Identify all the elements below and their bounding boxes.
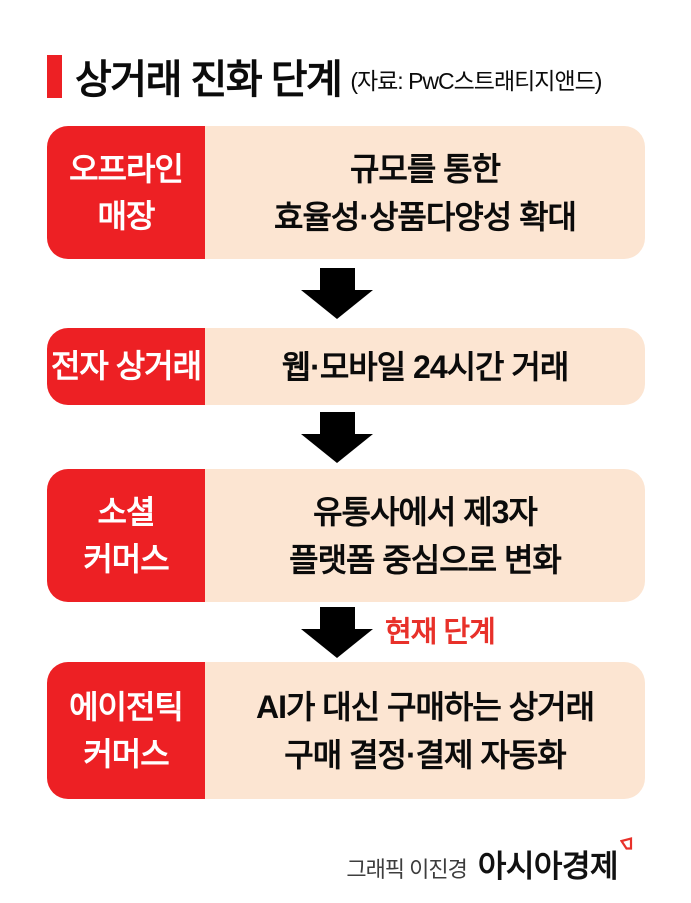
stage-label-line: 전자 상거래 (50, 348, 202, 385)
arrow-stem (319, 606, 355, 629)
stage-row-ecommerce: 전자 상거래 웹·모바일 24시간 거래 (47, 328, 645, 405)
stage-label-line: 오프라인 (69, 151, 184, 188)
stage-desc-line: 규모를 통한 (349, 150, 501, 187)
stage-label: 오프라인 매장 (47, 126, 205, 259)
stage-desc: 유통사에서 제3자 플랫폼 중심으로 변화 (205, 469, 645, 602)
stage-row-agentic: 에이전틱 커머스 AI가 대신 구매하는 상거래 구매 결정·결제 자동화 (47, 662, 645, 799)
stage-desc: AI가 대신 구매하는 상거래 구매 결정·결제 자동화 (205, 662, 645, 799)
stage-label-line: 소셜 (97, 494, 156, 531)
brand-logo: 아시아경제 (477, 837, 633, 886)
title-accent-bar (47, 54, 62, 98)
down-arrow-icon (301, 606, 373, 658)
stage-label: 전자 상거래 (47, 328, 205, 405)
stage-label-line: 매장 (97, 197, 156, 234)
stage-label: 소셜 커머스 (47, 469, 205, 602)
brand-mark-icon (620, 837, 633, 850)
stage-label-line: 에이전틱 (69, 689, 184, 726)
arrow-row: 현재 단계 (47, 602, 645, 662)
down-arrow-icon (301, 411, 373, 463)
arrow-head (301, 290, 373, 319)
stage-label-line: 커머스 (83, 540, 169, 577)
arrow-stem (319, 411, 355, 434)
page-title: 상거래 진화 단계 (75, 58, 343, 102)
stage-desc-line: 유통사에서 제3자 (313, 493, 538, 530)
arrow-stem (319, 268, 355, 290)
stage-label: 에이전틱 커머스 (47, 662, 205, 799)
stage-desc-line: 효율성·상품다양성 확대 (274, 198, 577, 235)
stage-row-social: 소셜 커머스 유통사에서 제3자 플랫폼 중심으로 변화 (47, 469, 645, 602)
stage-desc-line: 플랫폼 중심으로 변화 (289, 541, 562, 578)
stage-desc-line: 구매 결정·결제 자동화 (284, 736, 566, 773)
stage-desc-line: AI가 대신 구매하는 상거래 (255, 688, 595, 725)
down-arrow-icon (301, 268, 373, 319)
arrow-head (301, 433, 373, 463)
brand-logo-text: 아시아경제 (477, 849, 619, 884)
stage-row-offline: 오프라인 매장 규모를 통한 효율성·상품다양성 확대 (47, 126, 645, 259)
arrow-row (47, 405, 645, 469)
stage-desc: 웹·모바일 24시간 거래 (205, 328, 645, 405)
stage-label-line: 커머스 (83, 735, 169, 772)
source-note: (자료: PwC스트래티지앤드) (350, 68, 602, 94)
footer: 그래픽 이진경 아시아경제 (47, 837, 645, 886)
stage-desc: 규모를 통한 효율성·상품다양성 확대 (205, 126, 645, 259)
arrow-head (301, 628, 373, 658)
stage-desc-line: 웹·모바일 24시간 거래 (281, 348, 570, 385)
arrow-row (47, 259, 645, 328)
graphic-credit: 그래픽 이진경 (346, 857, 468, 882)
current-stage-label: 현재 단계 (385, 616, 496, 649)
header: 상거래 진화 단계 (자료: PwC스트래티지앤드) (47, 52, 645, 102)
